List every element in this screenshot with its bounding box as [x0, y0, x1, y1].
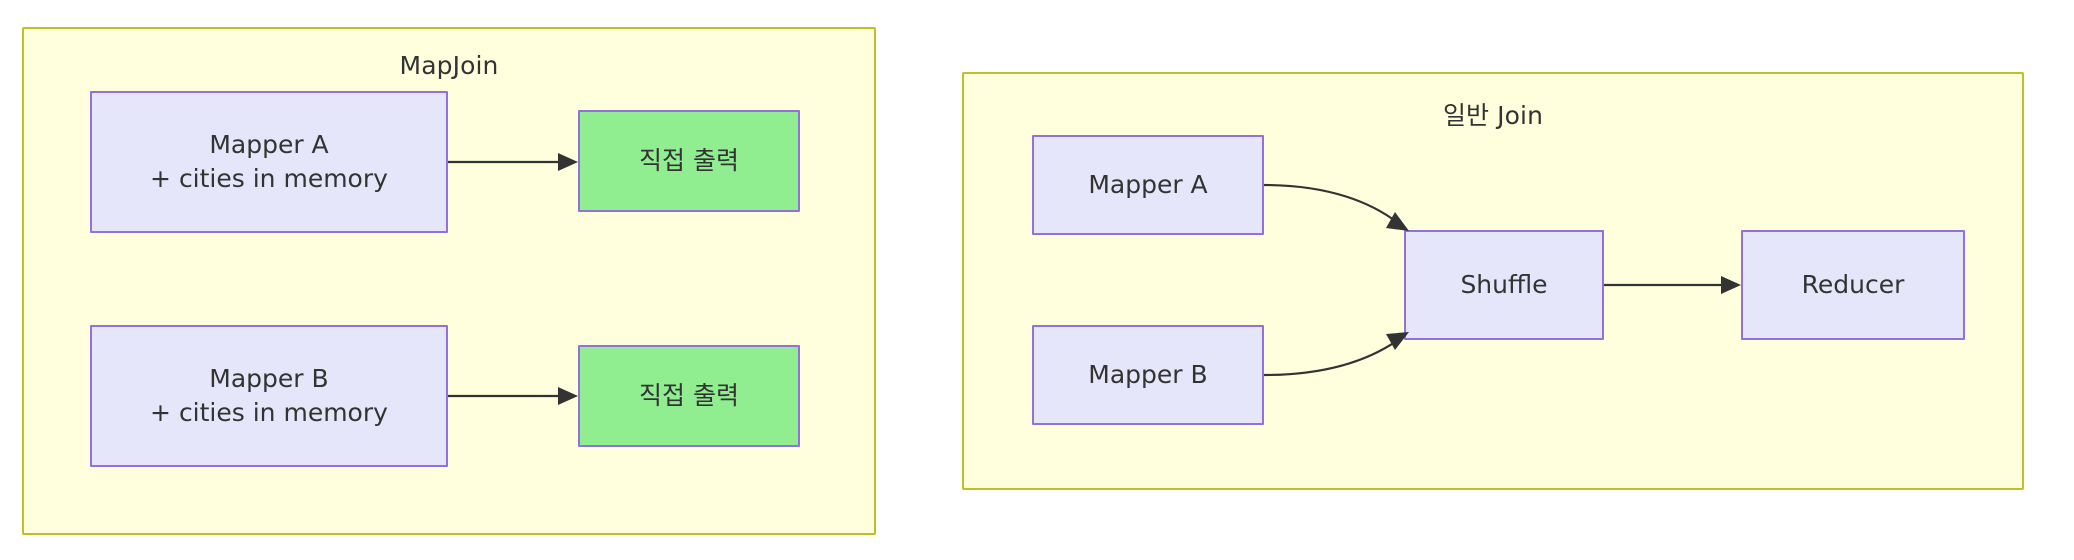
- node-mapper-a-regular-label: Mapper A: [1088, 169, 1208, 199]
- node-mapper-b-regular-label: Mapper B: [1088, 359, 1208, 389]
- node-shuffle-label: Shuffle: [1460, 269, 1548, 299]
- node-mapper-b-mapjoin-line2: + cities in memory: [150, 398, 388, 427]
- node-mapper-b-mapjoin-line1: Mapper B: [209, 363, 329, 393]
- node-mapper-a-mapjoin[interactable]: Mapper A + cities in memory: [90, 91, 448, 233]
- node-mapper-a-mapjoin-line1: Mapper A: [209, 129, 329, 159]
- node-direct-output-a[interactable]: 직접 출력: [578, 110, 800, 212]
- node-mapper-a-mapjoin-line2: + cities in memory: [150, 164, 388, 193]
- node-direct-output-b[interactable]: 직접 출력: [578, 345, 800, 447]
- node-mapper-b-regular[interactable]: Mapper B: [1032, 325, 1264, 425]
- node-reducer[interactable]: Reducer: [1741, 230, 1965, 340]
- cluster-mapjoin-title: MapJoin: [399, 51, 499, 80]
- node-reducer-label: Reducer: [1801, 269, 1905, 299]
- node-mapper-a-regular[interactable]: Mapper A: [1032, 135, 1264, 235]
- node-direct-output-a-label: 직접 출력: [639, 145, 739, 175]
- cluster-regular-join-title: 일반 Join: [1442, 101, 1544, 130]
- node-direct-output-b-label: 직접 출력: [639, 380, 739, 410]
- node-mapper-b-mapjoin[interactable]: Mapper B + cities in memory: [90, 325, 448, 467]
- node-shuffle[interactable]: Shuffle: [1404, 230, 1604, 340]
